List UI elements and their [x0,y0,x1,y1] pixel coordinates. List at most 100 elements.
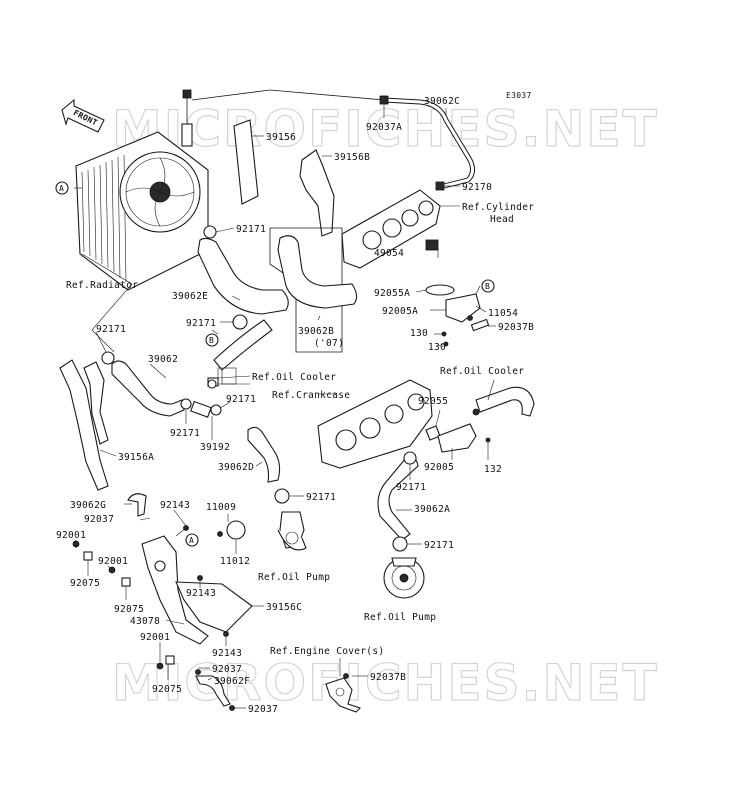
pipe-92037b [470,318,490,332]
washer-92075-a [83,551,93,561]
callout-b-thermostat: B [481,279,495,293]
label-ref-oil-cooler-right: Ref.Oil Cooler [440,366,524,377]
label-92005: 92005 [424,462,454,473]
label-39062c: 39062C [424,96,460,107]
ref-oil-cooler-box [217,367,237,385]
svg-text:B: B [209,336,214,345]
label-92005a: 92005A [382,306,418,317]
gasket-92055 [425,425,441,441]
label-92055a: 92055A [374,288,410,299]
hose-39062b-group [269,227,358,353]
hose-39062e [197,237,289,315]
clamp-92171-pump [392,536,408,552]
label-92075-b: 92075 [114,604,144,615]
diagram-code: E3037 [506,91,532,100]
callout-a-reservoir: A [185,533,199,547]
oring-92055a [425,284,455,296]
clamp-92171-mid [232,314,248,330]
label-11009: 11009 [206,502,236,513]
label-ref-cylinder-head-2: Head [490,214,514,225]
svg-text:A: A [59,184,64,193]
label-39062: 39062 [148,354,178,365]
label-ref-crankcase: Ref.Crankcase [272,390,350,401]
label-92037b: 92037B [498,322,534,333]
label-92001-b: 92001 [98,556,128,567]
cover-39156a [59,359,109,491]
hose-39062f [195,675,231,707]
watermark-bottom: MICROFICHES.NET [112,654,659,712]
label-92037-top: 92037 [84,514,114,525]
label-39062g: 39062G [70,500,106,511]
cap-11012 [226,520,246,540]
label-ref-oil-pump-right: Ref.Oil Pump [364,612,436,623]
label-92075-a: 92075 [70,578,100,589]
label-92037-mid: 92037 [212,664,242,675]
label-39062e: 39062E [172,291,208,302]
cap-49054 [425,239,439,251]
label-39156c: 39156C [266,602,302,613]
label-11012: 11012 [220,556,250,567]
label-07: ('07) [314,338,344,349]
svg-text:B: B [485,282,490,291]
label-92001-a: 92001 [56,530,86,541]
label-ref-engine-cover: Ref.Engine Cover(s) [270,646,384,657]
label-43078: 43078 [130,616,160,627]
label-39156a: 39156A [118,452,154,463]
oil-pump-right [383,557,425,599]
label-92143-mid: 92143 [186,588,216,599]
label-132: 132 [484,464,502,475]
hose-39062g [127,493,147,517]
part-labels: 39062C 92037A 39156 39156B 92170 Ref.Cyl… [56,96,534,715]
label-39062f: 39062F [214,676,250,687]
label-92075-c: 92075 [152,684,182,695]
clamp-92171-left [101,351,115,365]
label-130-b: 130 [428,342,446,353]
label-ref-oil-pump-left: Ref.Oil Pump [258,572,330,583]
label-39156b: 39156B [334,152,370,163]
hose-39062b [277,235,358,309]
label-92037a: 92037A [366,122,402,133]
label-92171-39062d: 92171 [306,492,336,503]
hose-39062d [247,426,281,483]
label-ref-oil-cooler-left: Ref.Oil Cooler [252,372,336,383]
joint-39192 [190,400,212,418]
label-92143-bottom: 92143 [212,648,242,659]
label-39062b: 39062B [298,326,334,337]
label-39156: 39156 [266,132,296,143]
label-11054: 11054 [488,308,518,319]
label-92143-top: 92143 [160,500,190,511]
label-92055: 92055 [418,396,448,407]
label-49054: 49054 [374,248,404,259]
pipe-oil-cooler-right [475,386,535,417]
cover-39156 [233,119,259,205]
label-92171-left: 92171 [96,324,126,335]
washer-92075-b [121,577,131,587]
label-39192: 39192 [200,442,230,453]
label-92171-mid: 92171 [186,318,216,329]
label-92037-bottom: 92037 [248,704,278,715]
hose-39062-lower [111,360,185,417]
label-130-a: 130 [410,328,428,339]
label-92037b-bottom: 92037B [370,672,406,683]
label-92171-39192-right: 92171 [226,394,256,405]
washer-92075-c [165,655,175,665]
hose-39062a [377,456,419,541]
thermostat-92005a [445,293,481,323]
cover-39156b [299,149,335,237]
label-92171-39192-left: 92171 [170,428,200,439]
label-92171-pump: 92171 [424,540,454,551]
callout-b-hose: B [205,333,219,347]
hose-39062-upper [213,319,273,371]
watermark-top: MICROFICHES.NET [112,100,659,158]
oil-pump-left [277,511,307,551]
label-92171-top: 92171 [236,224,266,235]
clamp-92171-39062d [274,488,290,504]
crankcase [317,379,433,469]
label-92171-39062a: 92171 [396,482,426,493]
label-92001-c: 92001 [140,632,170,643]
clamp-92171-right [403,451,417,465]
label-92170: 92170 [462,182,492,193]
svg-text:A: A [189,536,194,545]
label-ref-radiator: Ref.Radiator [66,280,138,291]
